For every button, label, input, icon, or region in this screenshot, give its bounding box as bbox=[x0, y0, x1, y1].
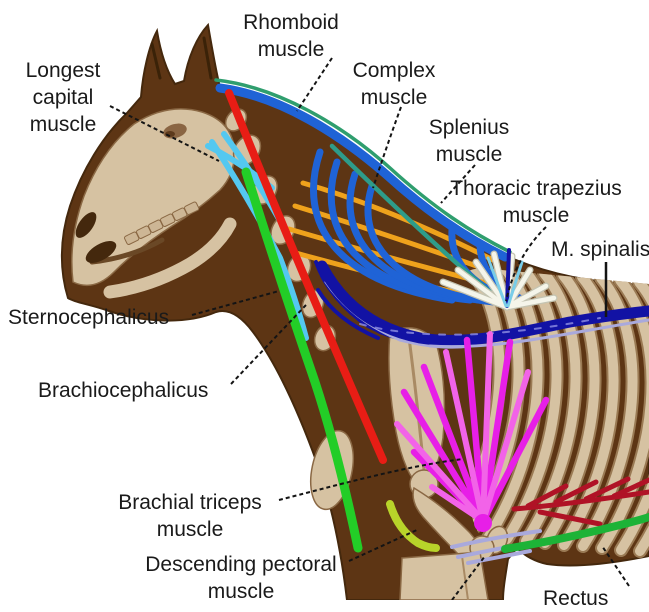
label-splenius-muscle: Splenius muscle bbox=[428, 116, 510, 166]
leader-sternocephalicus bbox=[191, 290, 280, 316]
label-thoracic-trapezius-muscle: Thoracic trapezius muscle bbox=[450, 177, 622, 227]
label-complex-muscle: Complex muscle bbox=[352, 59, 436, 109]
longest-capital-line bbox=[225, 89, 387, 464]
brachiocephalicus-line bbox=[241, 167, 363, 553]
label-sternocephalicus: Sternocephalicus bbox=[8, 306, 170, 329]
skull bbox=[71, 108, 237, 299]
label-brachiocephalicus: Brachiocephalicus bbox=[38, 379, 209, 402]
leader-rhomboid bbox=[296, 57, 333, 112]
intercostal-dark-red-lines bbox=[511, 476, 649, 527]
leader-thoracic-trapezius bbox=[505, 226, 547, 302]
leader-splenius bbox=[440, 164, 476, 204]
ear-inner-lines bbox=[150, 36, 213, 80]
teeth bbox=[124, 201, 200, 245]
label-longest-capital-muscle: Longest capital muscle bbox=[25, 59, 101, 136]
leader-descending-pectoral bbox=[348, 528, 420, 562]
forearm-bones bbox=[399, 551, 489, 600]
leader-rectus bbox=[601, 545, 630, 587]
rhomboid-muscle-line bbox=[214, 78, 512, 262]
descending-pectoral-line bbox=[386, 500, 440, 552]
leader-complex bbox=[372, 106, 402, 189]
leader-longest-capital bbox=[109, 105, 220, 162]
leader-lines bbox=[109, 57, 630, 600]
label-m-spinalis: M. spinalis bbox=[551, 238, 649, 261]
jaw-bone bbox=[103, 217, 237, 299]
serratus-magenta-fan bbox=[394, 331, 550, 532]
rectus-belly-line bbox=[501, 513, 649, 553]
leader-brachial-triceps bbox=[278, 458, 464, 501]
label-rectus: Rectus bbox=[543, 587, 609, 610]
muzzle-shadow bbox=[85, 241, 117, 263]
label-brachial-triceps-muscle: Brachial triceps muscle bbox=[118, 491, 262, 541]
nostril bbox=[75, 212, 97, 238]
label-descending-pectoral-muscle: Descending pectoral muscle bbox=[145, 553, 337, 603]
m-spinalis-band bbox=[314, 260, 649, 349]
label-rhomboid-muscle: Rhomboid muscle bbox=[243, 11, 339, 61]
leader-bottom-cutoff bbox=[451, 555, 486, 600]
